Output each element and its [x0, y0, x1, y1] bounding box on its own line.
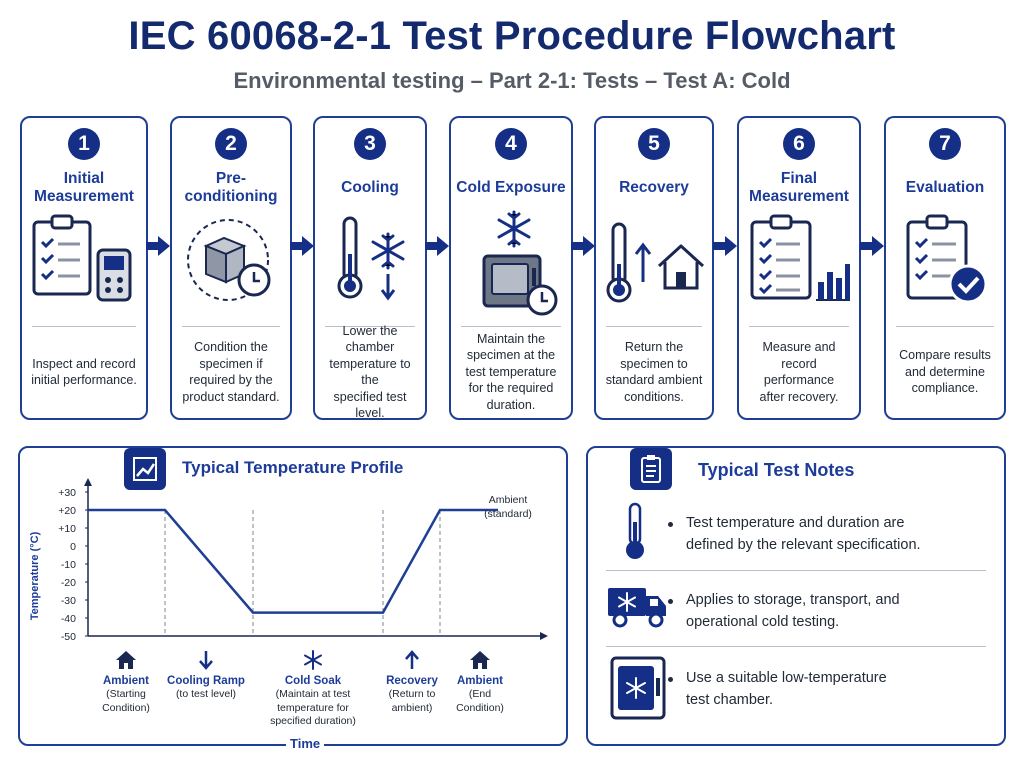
y-tick-label: +30: [58, 487, 76, 499]
page-title: IEC 60068-2-1 Test Procedure Flowchart: [128, 14, 896, 58]
x-axis-label: Time: [286, 736, 325, 751]
divider: [325, 326, 415, 327]
y-tick-label: -10: [61, 559, 76, 571]
y-axis-arrowhead: [84, 478, 92, 486]
phase-cooling-ramp: Cooling Ramp(to test level): [166, 650, 246, 702]
step-title: Recovery: [619, 179, 689, 196]
y-tick-label: -20: [61, 577, 76, 589]
box-clock-icon: [172, 210, 290, 320]
ambient-label: (standard): [484, 508, 532, 520]
step-number-badge: 6: [783, 128, 815, 160]
y-tick-label: +10: [58, 523, 76, 535]
step-title: Cooling: [341, 179, 399, 196]
divider: [896, 326, 994, 327]
page-subtitle: Environmental testing – Part 2-1: Tests …: [233, 68, 791, 93]
bullet: [668, 599, 673, 604]
step-number-badge: 3: [354, 128, 386, 160]
y-tick-label: -40: [61, 613, 76, 625]
y-tick-label: +20: [58, 505, 76, 517]
temperature-profile-chart: Temperature (°C) +30 +20 +10 0 -10 -20 -30 -40 -…: [29, 478, 548, 643]
arrow-right-icon: [425, 236, 449, 256]
step-title: Evaluation: [905, 179, 985, 196]
divider: [749, 326, 849, 327]
chamber-snowflake-clock-icon: [451, 210, 571, 320]
divider: [606, 646, 986, 647]
arrow-right-icon: [860, 236, 884, 256]
divider: [461, 326, 561, 327]
thermometer-icon: [626, 502, 644, 559]
bullet: [668, 522, 673, 527]
bullet: [668, 677, 673, 682]
y-axis-label: Temperature (°C): [29, 531, 41, 620]
y-tick-label: 0: [70, 541, 76, 553]
y-tick-label: -30: [61, 595, 76, 607]
chamber-icon: [610, 656, 666, 720]
clipboard-meter-icon: [22, 210, 146, 320]
divider: [182, 326, 280, 327]
arrow-right-icon: [713, 236, 737, 256]
thermometer-home-icon: [596, 210, 712, 320]
profile-heading: Typical Temperature Profile: [182, 458, 404, 477]
step-number-badge: 4: [495, 128, 527, 160]
truck-snowflake-icon: [608, 588, 666, 628]
step-title: Pre-conditioning: [184, 170, 278, 205]
clipboard-icon: [630, 448, 672, 490]
arrow-right-icon: [290, 236, 314, 256]
arrow-down-icon: [199, 651, 213, 670]
test-notes-panel: Typical Test Notes Test temperature and …: [586, 446, 1006, 746]
step-number-badge: 7: [929, 128, 961, 160]
notes-heading: Typical Test Notes: [698, 460, 855, 480]
step-title: Cold Exposure: [456, 179, 566, 196]
temperature-profile-panel: Typical Temperature Profile Temperature …: [18, 446, 568, 751]
home-icon: [470, 651, 490, 669]
step-number-badge: 1: [68, 128, 100, 160]
thermometer-snowflake-icon: [315, 210, 425, 320]
divider: [606, 326, 702, 327]
clipboard-check-icon: [886, 210, 1004, 320]
y-tick-label: -50: [61, 631, 76, 643]
arrow-up-icon: [405, 650, 419, 669]
step-number-badge: 5: [638, 128, 670, 160]
line-chart-icon: [124, 448, 166, 490]
arrow-right-icon: [146, 236, 170, 256]
snowflake-icon: [304, 650, 322, 670]
arrow-right-icon: [571, 236, 595, 256]
x-axis-arrowhead: [540, 632, 548, 640]
ambient-label: Ambient: [489, 494, 528, 506]
divider: [32, 326, 136, 327]
home-icon: [116, 651, 136, 669]
step-number-badge: 2: [215, 128, 247, 160]
divider: [606, 570, 986, 571]
temperature-series-line: [88, 508, 498, 614]
clipboard-bars-icon: [739, 210, 859, 320]
